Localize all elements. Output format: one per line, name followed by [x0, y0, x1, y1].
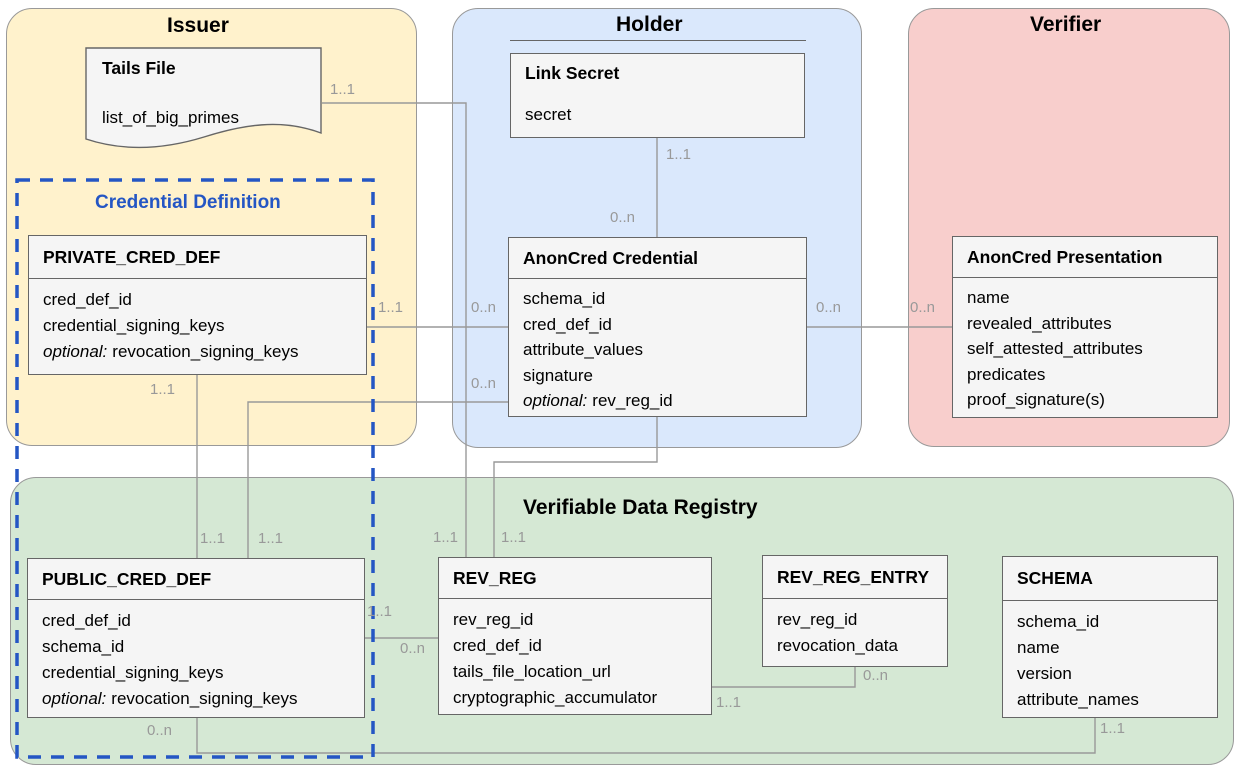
- cardinality-label: 1..1: [716, 694, 742, 711]
- attribute: cred_def_id: [43, 290, 132, 309]
- entity-rev-reg-entry: REV_REG_ENTRY rev_reg_id revocation_data: [762, 555, 948, 667]
- cardinality-label: 0..n: [863, 667, 889, 684]
- attribute: rev_reg_id: [453, 610, 534, 629]
- credential-definition-label: Credential Definition: [95, 192, 281, 213]
- cardinality-label: 0..n: [910, 299, 936, 316]
- attribute: rev_reg_id: [777, 610, 858, 629]
- connector-credential-revreg: [493, 417, 658, 557]
- attribute: self_attested_attributes: [967, 339, 1143, 358]
- entity-schema: SCHEMA schema_id name version attribute_…: [1002, 556, 1218, 718]
- attribute: tails_file_location_url: [453, 662, 611, 681]
- entity-tails-file: Tails File list_of_big_primes: [85, 47, 323, 157]
- connector-publiccreddef-schema: [196, 718, 1096, 754]
- cardinality-label: 1..1: [258, 530, 284, 547]
- attribute: name: [967, 288, 1010, 307]
- attribute: schema_id: [523, 289, 606, 308]
- cardinality-label: 0..n: [816, 299, 842, 316]
- connector-publiccreddef-credential: [247, 401, 508, 558]
- attribute: credential_signing_keys: [42, 663, 224, 682]
- issuer-title: Issuer: [167, 14, 229, 37]
- entity-rev-reg: REV_REG rev_reg_id cred_def_id tails_fil…: [438, 557, 712, 715]
- entity-title: AnonCred Presentation: [953, 237, 1217, 278]
- entity-title: REV_REG_ENTRY: [763, 556, 947, 599]
- cardinality-label: 1..1: [150, 381, 176, 398]
- credential-definition-dashed-box: [15, 178, 375, 759]
- attribute: signature: [523, 365, 593, 385]
- tails-file-document-shape: [85, 47, 322, 149]
- attribute: schema_id: [42, 637, 125, 656]
- entity-anoncred-presentation: AnonCred Presentation name revealed_attr…: [952, 236, 1218, 418]
- attribute: attribute_names: [1017, 690, 1139, 709]
- attribute: cred_def_id: [453, 636, 542, 655]
- cardinality-label: 1..1: [501, 529, 527, 546]
- entity-title: PRIVATE_CRED_DEF: [29, 236, 366, 279]
- attribute: optional:revocation_signing_keys: [42, 689, 298, 708]
- entity-anoncred-credential: AnonCred Credential schema_id cred_def_i…: [508, 237, 807, 417]
- attribute: cryptographic_accumulator: [453, 688, 658, 707]
- entity-private-cred-def: PRIVATE_CRED_DEF cred_def_id credential_…: [28, 235, 367, 375]
- attribute: list_of_big_primes: [102, 108, 240, 127]
- attribute: optional:revocation_signing_keys: [43, 342, 299, 361]
- cardinality-label: 1..1: [330, 81, 356, 98]
- cardinality-label: 0..n: [471, 375, 497, 392]
- entity-title: Tails File: [102, 58, 176, 78]
- attribute: cred_def_id: [523, 314, 612, 334]
- cardinality-label: 1..1: [1100, 720, 1126, 737]
- cardinality-label: 1..1: [200, 530, 226, 547]
- attribute: name: [1017, 638, 1060, 657]
- attribute: credential_signing_keys: [43, 316, 225, 335]
- connector-revreg-revregentry: [712, 667, 856, 688]
- cardinality-label: 1..1: [367, 603, 393, 620]
- attribute: secret: [525, 105, 572, 124]
- holder-title: Holder: [616, 13, 683, 36]
- attribute: version: [1017, 664, 1072, 683]
- entity-title: REV_REG: [439, 558, 711, 599]
- attribute: cred_def_id: [42, 611, 131, 630]
- connector-tailsfile-revreg: [322, 102, 467, 557]
- attribute: revealed_attributes: [967, 313, 1112, 333]
- entity-title: Link Secret: [525, 63, 620, 83]
- cardinality-label: 0..n: [610, 209, 636, 226]
- cardinality-label: 0..n: [471, 299, 497, 316]
- entity-link-secret: Link Secret secret: [510, 53, 805, 138]
- verifier-title: Verifier: [1030, 13, 1102, 36]
- cardinality-label: 1..1: [378, 299, 404, 316]
- holder-title-underline: [510, 40, 806, 41]
- cardinality-label: 0..n: [400, 640, 426, 657]
- attribute: proof_signature(s): [967, 390, 1105, 409]
- entity-title: PUBLIC_CRED_DEF: [28, 559, 364, 600]
- registry-title: Verifiable Data Registry: [523, 496, 758, 519]
- attribute: attribute_values: [523, 340, 644, 359]
- cardinality-label: 0..n: [147, 722, 173, 739]
- attribute: predicates: [967, 364, 1046, 384]
- attribute: revocation_data: [777, 636, 898, 655]
- entity-title: SCHEMA: [1003, 557, 1217, 601]
- attribute: schema_id: [1017, 612, 1100, 631]
- entity-public-cred-def: PUBLIC_CRED_DEF cred_def_id schema_id cr…: [27, 558, 365, 718]
- cardinality-label: 1..1: [666, 146, 692, 163]
- cardinality-label: 1..1: [433, 529, 459, 546]
- attribute: optional:rev_reg_id: [523, 391, 673, 410]
- entity-title: AnonCred Credential: [509, 238, 806, 279]
